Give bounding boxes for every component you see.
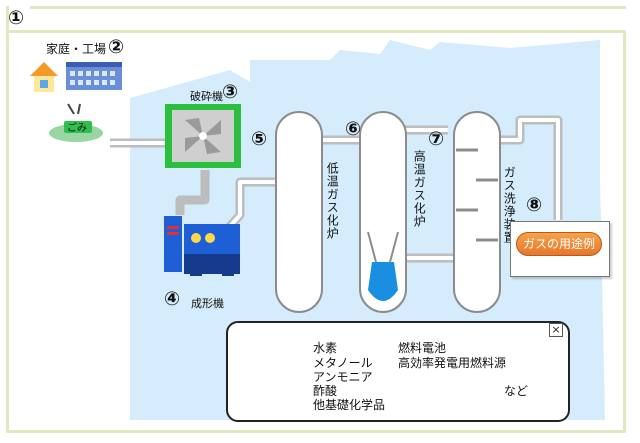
crusher-label: 破砕機: [190, 90, 223, 103]
use-item: 水素: [313, 341, 338, 355]
gas-use-example-button[interactable]: ガスの用途例: [516, 232, 602, 256]
step-6: ⑥: [345, 118, 362, 140]
gas-cleaner-trays: [456, 148, 498, 242]
house-icon: [30, 62, 58, 92]
use-item: 酢酸: [313, 384, 338, 398]
outer-frame: [6, 30, 626, 433]
low-temp-furnace-label: 低温ガス化炉: [325, 162, 340, 240]
gas-cleaner-tower: [453, 111, 501, 313]
low-temp-furnace-tower: [275, 111, 323, 313]
garbage-label: ごみ: [67, 123, 87, 134]
use-item: 高効率発電用燃料源: [398, 356, 507, 370]
frame-top-line: [30, 6, 626, 9]
factory-icon: [66, 62, 122, 90]
step-8: ⑧: [526, 194, 543, 216]
step-1: ①: [8, 7, 25, 29]
use-item: メタノール: [313, 356, 373, 370]
crusher-blades: [185, 118, 221, 154]
step-3: ③: [222, 81, 239, 103]
high-temp-furnace-label: 高温ガス化炉: [412, 150, 427, 228]
use-item: 他基礎化学品: [313, 398, 386, 412]
garbage-pile-icon: [49, 103, 103, 142]
step-4: ④: [164, 288, 181, 310]
step-2: ②: [108, 36, 125, 58]
gas-use-popup: [226, 321, 570, 422]
molder-machine-left: [164, 216, 182, 272]
molder-label: 成形機: [191, 297, 224, 310]
high-temp-furnace-liquid: [368, 262, 398, 301]
step-5: ⑤: [251, 128, 268, 150]
home-factory-label: 家庭・工場: [46, 42, 107, 56]
frame-left-line: [6, 6, 9, 36]
popup-close-button[interactable]: ×: [549, 323, 563, 337]
use-item: アンモニア: [313, 370, 373, 384]
use-item: 燃料電池: [398, 341, 447, 355]
etc-label: など: [504, 384, 529, 398]
high-temp-furnace-tower: [359, 111, 407, 313]
step-7: ⑦: [428, 128, 445, 150]
